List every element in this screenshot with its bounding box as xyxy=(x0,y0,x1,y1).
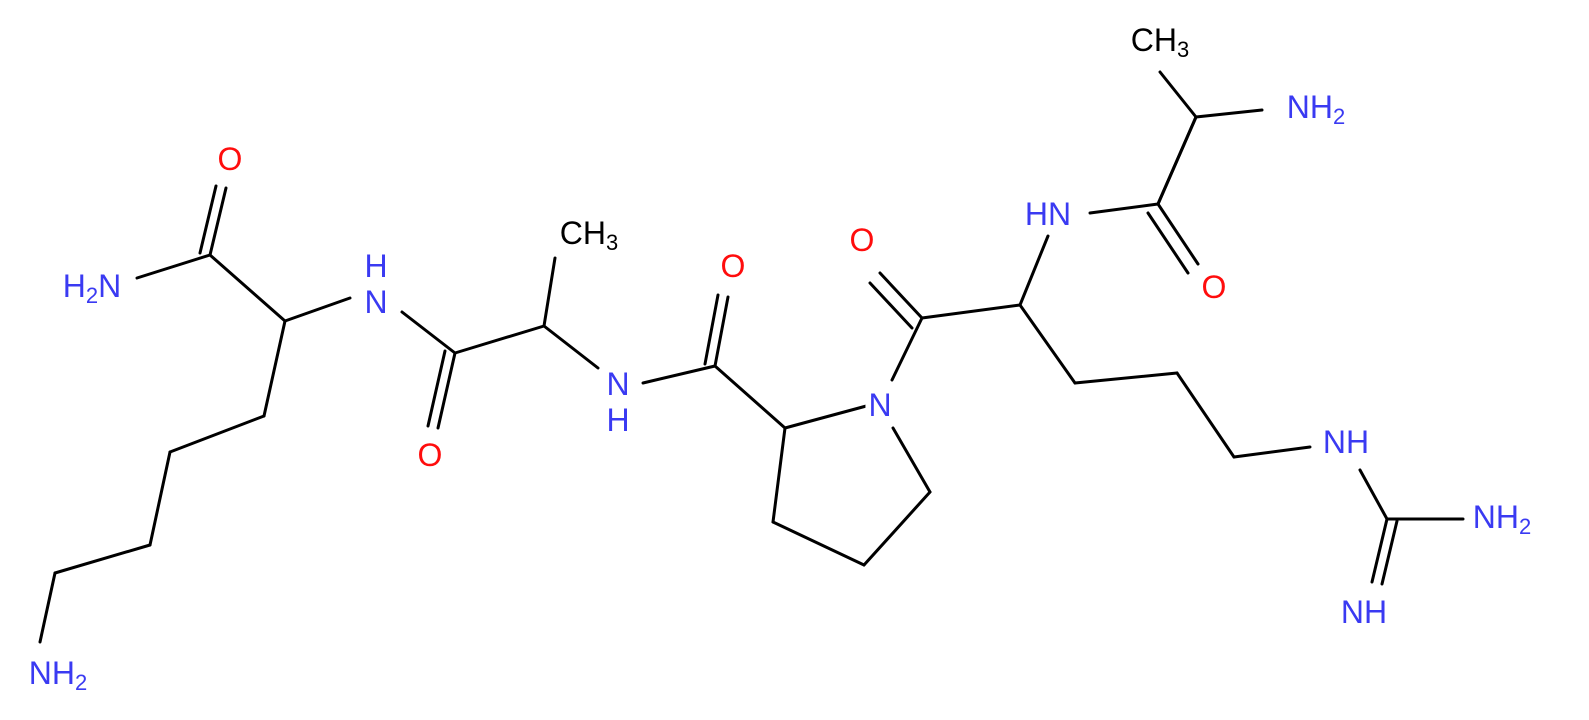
bond-8 xyxy=(920,303,1022,320)
bond-26 xyxy=(713,295,730,368)
bond-18 xyxy=(1370,517,1389,584)
bond-37 xyxy=(135,253,212,280)
atom-label-text: NH xyxy=(1323,424,1369,460)
atom-label-nh2-lys-side: NH2 xyxy=(25,654,91,696)
atom-label-ch3-top: CH3 xyxy=(1127,21,1193,63)
atom-label-nh-amide-arg: HN xyxy=(1021,195,1075,233)
bond-19 xyxy=(1380,519,1399,586)
bond-13 xyxy=(1073,371,1179,385)
atom-label-nh-ala-lys: HN xyxy=(361,248,391,320)
bond-44 xyxy=(38,571,57,644)
atom-label-text: NH2 xyxy=(29,655,87,695)
atom-label-text: O xyxy=(850,222,875,258)
atom-label-text: O xyxy=(721,248,746,284)
atom-label-h2n-lys-amide: H2N xyxy=(59,267,125,309)
bond-22 xyxy=(771,520,866,567)
bond-28 xyxy=(641,364,717,385)
atom-label-text: CH3 xyxy=(560,215,618,255)
atom-label-nh-guan: NH xyxy=(1319,423,1373,461)
bond-25 xyxy=(713,364,787,430)
bond-15 xyxy=(1232,445,1312,459)
atom-label-o-lys-amide: O xyxy=(214,140,246,178)
atom-label-char: H xyxy=(364,248,387,284)
bond-33 xyxy=(426,349,447,428)
bond-lines xyxy=(38,70,1465,644)
atom-label-char: N xyxy=(606,366,629,402)
bond-36 xyxy=(208,253,287,323)
atom-label-o-arg-carbonyl: O xyxy=(846,221,878,259)
atom-label-text: HN xyxy=(1025,196,1071,232)
atom-label-o-ala-top: O xyxy=(1198,268,1230,306)
atom-label-text: NH xyxy=(1341,594,1387,630)
bond-41 xyxy=(168,414,266,454)
bond-29 xyxy=(542,324,600,370)
bond-10 xyxy=(868,281,914,330)
atom-label-text: O xyxy=(418,437,443,473)
bond-32 xyxy=(436,351,457,430)
bond-27 xyxy=(703,293,720,366)
bond-12 xyxy=(1018,303,1077,385)
atom-label-text: NH2 xyxy=(1287,89,1345,129)
bond-14 xyxy=(1175,371,1236,459)
bond-5 xyxy=(1146,211,1190,275)
atom-label-text: NH2 xyxy=(1473,499,1531,539)
atom-label-o-ala-mid: O xyxy=(414,436,446,474)
bond-38 xyxy=(208,186,228,257)
bond-34 xyxy=(400,310,457,355)
bond-42 xyxy=(148,450,172,547)
atom-label-char: H xyxy=(606,402,629,438)
bond-11 xyxy=(890,316,924,382)
bond-1 xyxy=(1194,108,1264,119)
bond-6 xyxy=(1156,115,1198,206)
atom-label-text: H2N xyxy=(63,268,121,308)
atom-label-o-pro-carbonyl: O xyxy=(717,247,749,285)
atom-label-nh2-guan: NH2 xyxy=(1469,498,1535,540)
atom-label-nh-guan-imine: NH xyxy=(1337,593,1391,631)
bond-16 xyxy=(1358,468,1389,521)
bond-20 xyxy=(783,403,872,430)
atom-label-nh-pro-ala: NH xyxy=(603,366,633,438)
bond-31 xyxy=(453,324,546,355)
atom-label-text: O xyxy=(218,141,243,177)
bond-3 xyxy=(1088,202,1160,215)
bond-0 xyxy=(1158,70,1198,119)
atom-label-text: O xyxy=(1202,269,1227,305)
bond-24 xyxy=(891,426,932,494)
bond-21 xyxy=(771,426,787,524)
atom-label-nh2-ala-top: NH2 xyxy=(1283,88,1349,130)
bond-4 xyxy=(1156,202,1200,266)
atom-label-text: N xyxy=(868,387,891,423)
bond-23 xyxy=(862,490,932,567)
atom-label-char: N xyxy=(364,284,387,320)
bond-39 xyxy=(198,184,218,255)
atom-label-ch3-ala-mid: CH3 xyxy=(556,214,622,256)
atom-label-text: CH3 xyxy=(1131,22,1189,62)
bond-9 xyxy=(878,271,924,320)
bond-40 xyxy=(262,319,287,418)
bond-35 xyxy=(283,296,352,323)
bond-7 xyxy=(1018,234,1050,307)
atom-label-n-proline: N xyxy=(865,386,895,424)
bond-43 xyxy=(53,543,152,575)
bond-30 xyxy=(542,256,557,328)
